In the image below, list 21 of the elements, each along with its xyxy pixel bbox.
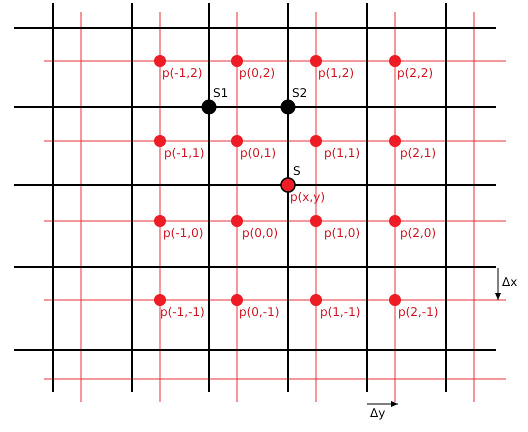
point-label: S1 [213,86,228,100]
point-label: p(1,-1) [320,305,360,319]
dimension-label: Δy [370,406,386,420]
point-label: p(-1,1) [164,146,204,160]
point-label: p(2,0) [400,226,436,240]
point-label: p(2,2) [397,66,434,80]
point-label: S [293,164,301,178]
point-label: p(1,1) [324,146,360,160]
point-label: p(1,2) [318,66,354,80]
point-label: p(0,-1) [239,305,280,319]
point-label: p(1,0) [324,226,360,240]
point-label: p(-1,-1) [160,305,205,319]
point-label: p(2,1) [400,146,436,160]
point-label: p(2,-1) [398,305,438,319]
dimension-label: Δx [502,275,518,289]
point-label: p(0,0) [242,226,278,240]
point-label: p(0,2) [239,66,276,80]
point-label: p(-1,2) [162,66,202,80]
point-label: p(0,1) [240,146,276,160]
point-label: S2 [292,86,308,100]
point-label: p(-1,0) [163,226,204,240]
